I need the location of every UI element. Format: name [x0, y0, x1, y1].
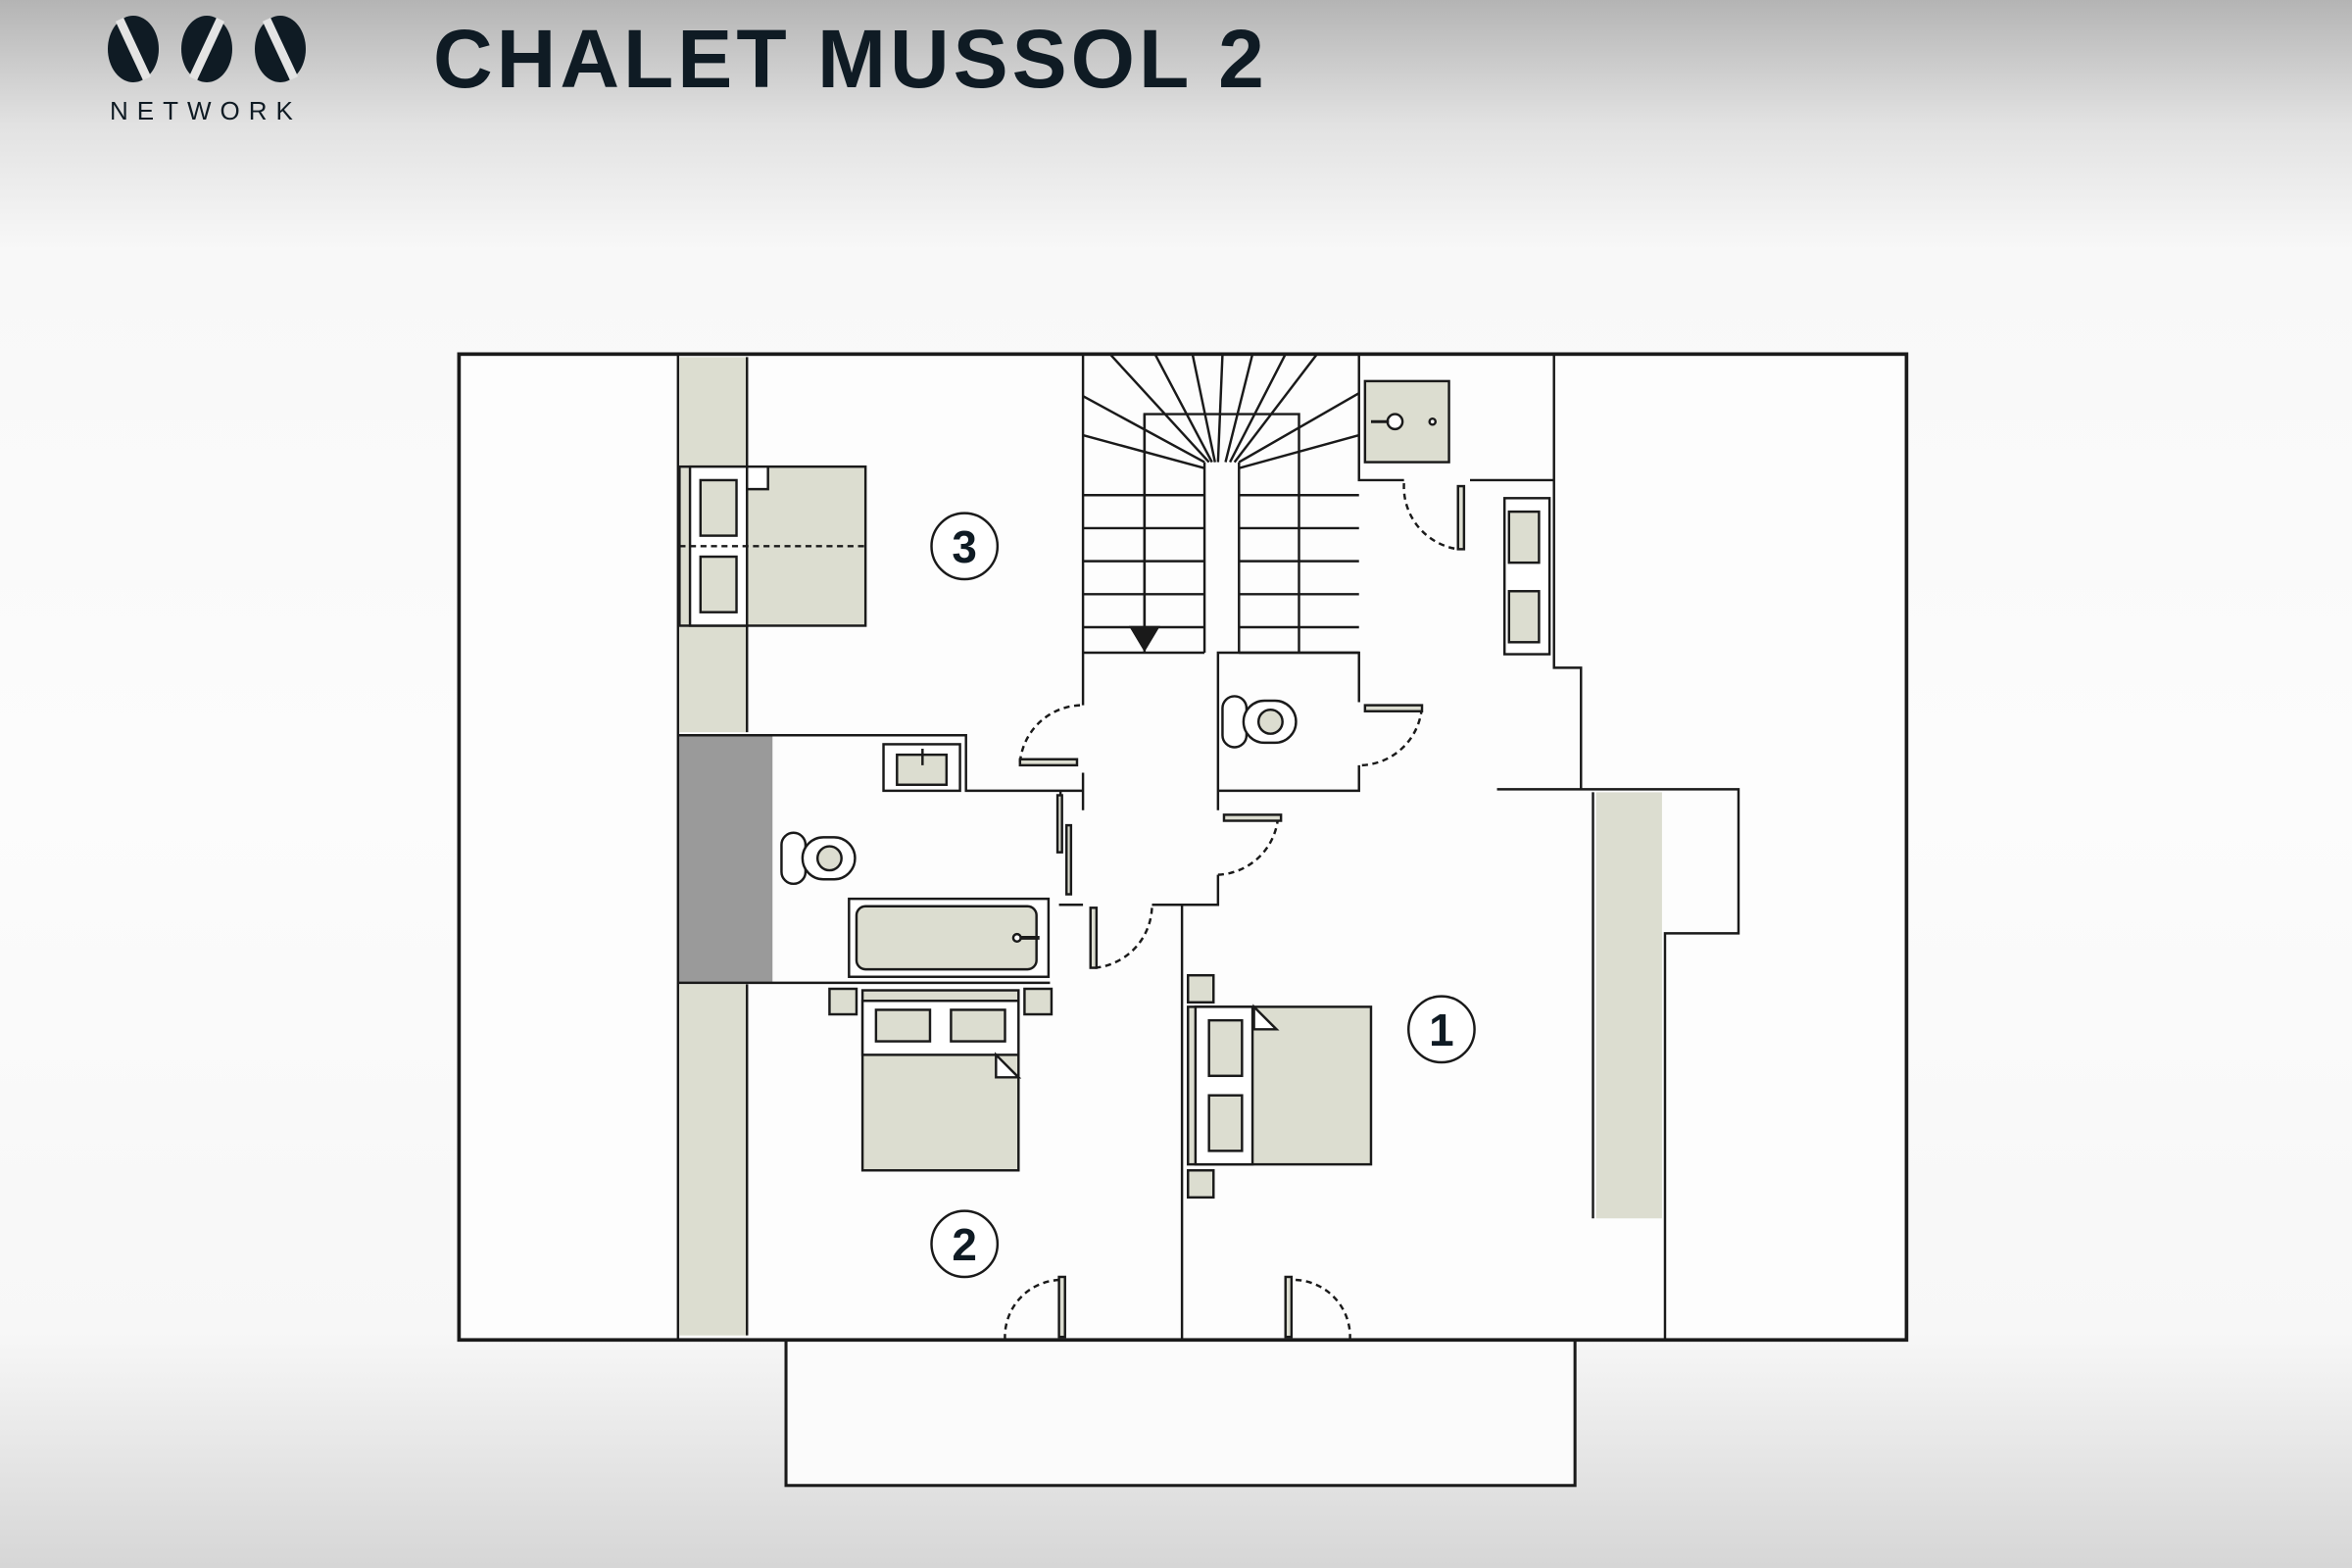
- room-2-label: 2: [952, 1219, 977, 1270]
- bathtub: [848, 897, 1051, 978]
- room-3-label: 3: [952, 521, 977, 572]
- door: [1018, 704, 1081, 762]
- page-title: CHALET MUSSOL 2: [433, 13, 1268, 105]
- bed-room-3: [678, 465, 867, 627]
- balcony: [784, 1338, 1577, 1488]
- logo-mark-icon: [108, 16, 306, 82]
- staircase: [1082, 353, 1360, 655]
- door: [1217, 817, 1280, 876]
- sink: [882, 743, 961, 793]
- sink: [1363, 379, 1450, 464]
- shaft: [677, 735, 773, 983]
- bed-room-2: [828, 987, 1054, 1172]
- door: [1361, 705, 1424, 767]
- door: [1290, 1278, 1351, 1341]
- bed-room-1: [1187, 973, 1373, 1200]
- toilet: [780, 831, 857, 886]
- brand-logo: NETWORK: [102, 14, 318, 126]
- door: [1402, 482, 1458, 551]
- toilet: [1221, 695, 1298, 749]
- door: [1004, 1278, 1059, 1341]
- wardrobe: [679, 984, 748, 1336]
- double-vanity: [1502, 497, 1551, 656]
- door: [1095, 905, 1153, 969]
- room-1-label: 1: [1429, 1004, 1454, 1055]
- logo-text: NETWORK: [110, 96, 302, 125]
- wardrobe: [1595, 792, 1662, 1219]
